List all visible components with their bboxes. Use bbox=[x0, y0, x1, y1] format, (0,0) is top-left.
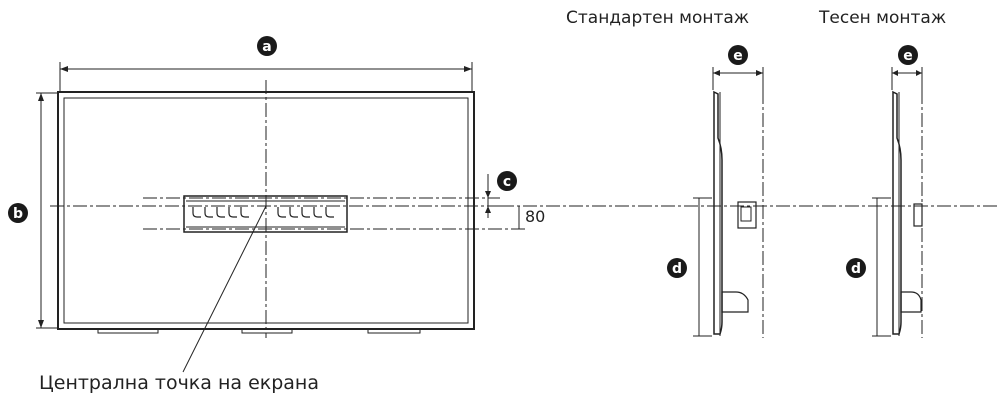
svg-text:e: e bbox=[903, 48, 913, 64]
screen-center-caption: Централна точка на екрана bbox=[39, 372, 319, 394]
marker-c: c bbox=[497, 171, 517, 191]
mounting-bracket bbox=[183, 195, 348, 233]
side-view-standard bbox=[693, 67, 764, 338]
offset-value-label: 80 bbox=[525, 207, 546, 226]
screen-center-leader bbox=[182, 205, 267, 373]
thin-mount-title: Тесен монтаж bbox=[819, 8, 947, 28]
marker-a: a bbox=[257, 36, 277, 56]
marker-b: b bbox=[8, 203, 28, 223]
marker-d-thin: d bbox=[846, 258, 866, 278]
svg-text:b: b bbox=[13, 206, 23, 222]
svg-text:c: c bbox=[503, 174, 511, 190]
bracket-hooks bbox=[192, 207, 334, 218]
svg-text:d: d bbox=[672, 261, 682, 277]
svg-text:a: a bbox=[262, 39, 271, 55]
standard-mount-title: Стандартен монтаж bbox=[566, 8, 750, 28]
marker-e-standard: e bbox=[728, 45, 748, 65]
svg-text:e: e bbox=[733, 48, 743, 64]
svg-text:d: d bbox=[851, 261, 861, 277]
side-view-thin bbox=[872, 67, 923, 338]
marker-e-thin: e bbox=[898, 45, 918, 65]
marker-d-standard: d bbox=[667, 258, 687, 278]
